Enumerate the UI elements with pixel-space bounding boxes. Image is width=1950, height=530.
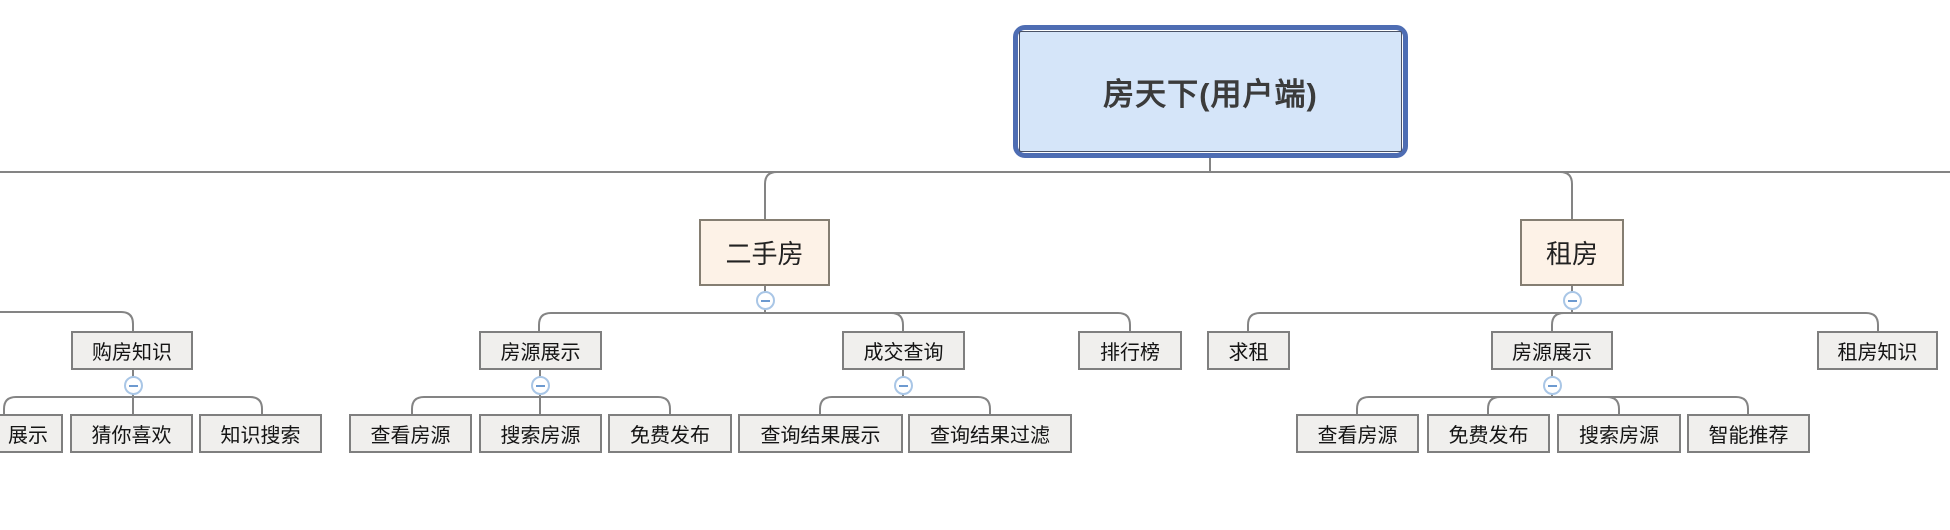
collapse-minus-icon[interactable] xyxy=(1543,376,1562,395)
node-ershoufang[interactable]: 二手房 xyxy=(699,219,830,286)
root-topic-label: 房天下(用户端) xyxy=(1019,31,1402,152)
node-zufangzhishi[interactable]: 租房知识 xyxy=(1817,331,1938,370)
node-sousuofangyuan-ershou[interactable]: 搜索房源 xyxy=(479,414,602,453)
node-sousuofangyuan-zufang[interactable]: 搜索房源 xyxy=(1557,414,1681,453)
node-zhishisousuo[interactable]: 知识搜索 xyxy=(199,414,322,453)
node-mianfeifabu-ershou[interactable]: 免费发布 xyxy=(608,414,732,453)
node-chakanfangyuan-zufang[interactable]: 查看房源 xyxy=(1296,414,1419,453)
collapse-minus-icon[interactable] xyxy=(756,291,775,310)
node-chaxunjieguozhanshi[interactable]: 查询结果展示 xyxy=(738,414,903,453)
node-cainixihuan[interactable]: 猜你喜欢 xyxy=(70,414,193,453)
node-qiuzu[interactable]: 求租 xyxy=(1207,331,1290,370)
node-chaxunjieguoguolv[interactable]: 查询结果过滤 xyxy=(908,414,1072,453)
minus-bar xyxy=(1548,384,1557,387)
node-goufangzhishi[interactable]: 购房知识 xyxy=(71,331,193,370)
minus-bar xyxy=(761,299,770,302)
node-chakanfangyuan-ershou[interactable]: 查看房源 xyxy=(349,414,472,453)
node-chengjiaochaxun[interactable]: 成交查询 xyxy=(842,331,965,370)
collapse-minus-icon[interactable] xyxy=(1563,291,1582,310)
node-zhinengtuijian[interactable]: 智能推荐 xyxy=(1687,414,1810,453)
minus-bar xyxy=(536,384,545,387)
node-fangyuanzhanshi-zufang[interactable]: 房源展示 xyxy=(1491,331,1613,370)
node-zhanshi-partial[interactable]: 展示 xyxy=(0,414,63,453)
node-paihangbang[interactable]: 排行榜 xyxy=(1078,331,1182,370)
collapse-minus-icon[interactable] xyxy=(124,376,143,395)
root-topic[interactable]: 房天下(用户端) xyxy=(1013,25,1408,158)
node-fangyuanzhanshi-ershou[interactable]: 房源展示 xyxy=(479,331,602,370)
minus-bar xyxy=(1568,299,1577,302)
collapse-minus-icon[interactable] xyxy=(894,376,913,395)
collapse-minus-icon[interactable] xyxy=(531,376,550,395)
minus-bar xyxy=(899,384,908,387)
minus-bar xyxy=(129,384,138,387)
node-mianfeifabu-zufang[interactable]: 免费发布 xyxy=(1427,414,1550,453)
node-zufang[interactable]: 租房 xyxy=(1520,219,1624,286)
